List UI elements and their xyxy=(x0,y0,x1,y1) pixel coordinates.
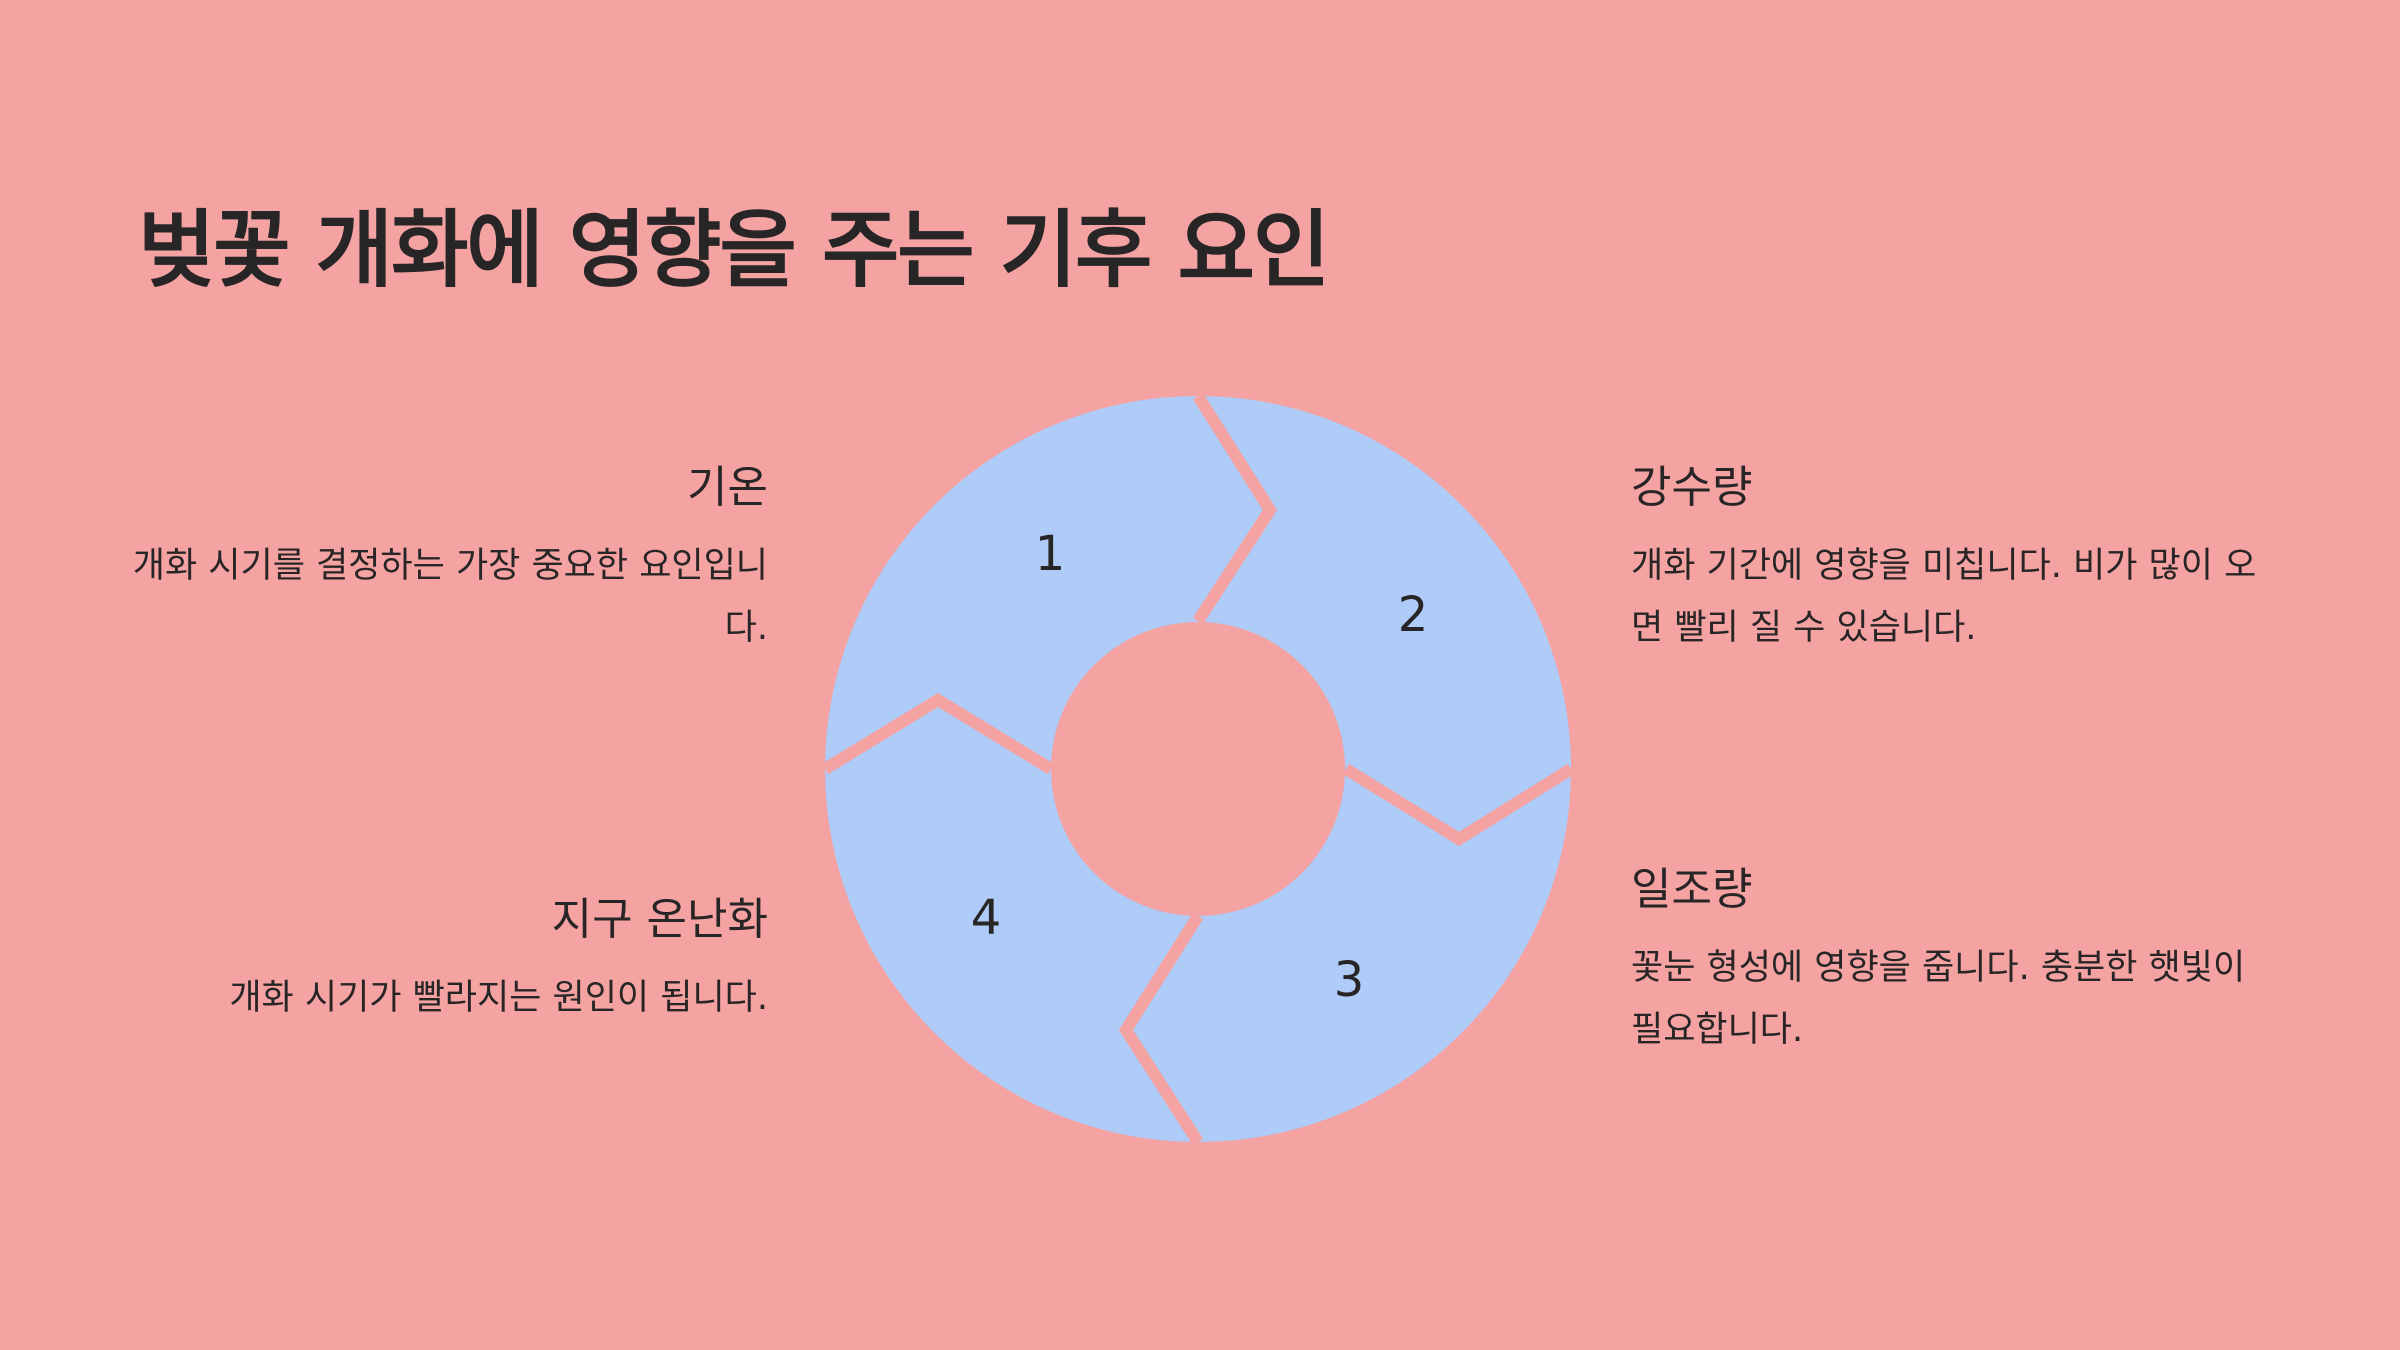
factor-temperature: 기온 개화 시기를 결정하는 가장 중요한 요인입니다. xyxy=(128,462,768,659)
factor-precipitation: 강수량 개화 기간에 영향을 미칩니다. 비가 많이 오면 빨리 질 수 있습니… xyxy=(1631,462,2271,659)
segment-divider-3-4 xyxy=(1118,912,1204,1146)
segment-1-number: 1 xyxy=(1035,526,1066,582)
segment-divider-2-3 xyxy=(1342,763,1575,847)
factor-title: 강수량 xyxy=(1631,462,1753,513)
factor-description: 꽃눈 형성에 영향을 줍니다. 충분한 햇빛이 필요합니다. xyxy=(1631,947,2246,1050)
factor-title: 기온 xyxy=(687,462,768,513)
segment-2-number: 2 xyxy=(1398,587,1429,643)
factor-description: 개화 시기를 결정하는 가장 중요한 요인입니다. xyxy=(132,545,768,648)
factor-title: 일조량 xyxy=(1631,864,1753,915)
segment-3-number: 3 xyxy=(1334,952,1365,1008)
segment-divider-1-2 xyxy=(1192,392,1278,625)
factor-sunlight: 일조량 꽃눈 형성에 영향을 줍니다. 충분한 햇빛이 필요합니다. xyxy=(1631,864,2271,1061)
factor-title: 지구 온난화 xyxy=(551,894,768,945)
factor-description: 개화 시기가 빨라지는 원인이 됩니다. xyxy=(229,977,768,1018)
slide-title: 벚꽃 개화에 영향을 주는 기후 요인 xyxy=(138,201,1330,299)
factor-description: 개화 기간에 영향을 미칩니다. 비가 많이 오면 빨리 질 수 있습니다. xyxy=(1631,545,2257,648)
segment-divider-4-1 xyxy=(821,692,1055,775)
factor-global-warming: 지구 온난화 개화 시기가 빨라지는 원인이 됩니다. xyxy=(128,894,768,1029)
segment-4-number: 4 xyxy=(971,890,1002,946)
cycle-center-hole xyxy=(1051,622,1345,916)
